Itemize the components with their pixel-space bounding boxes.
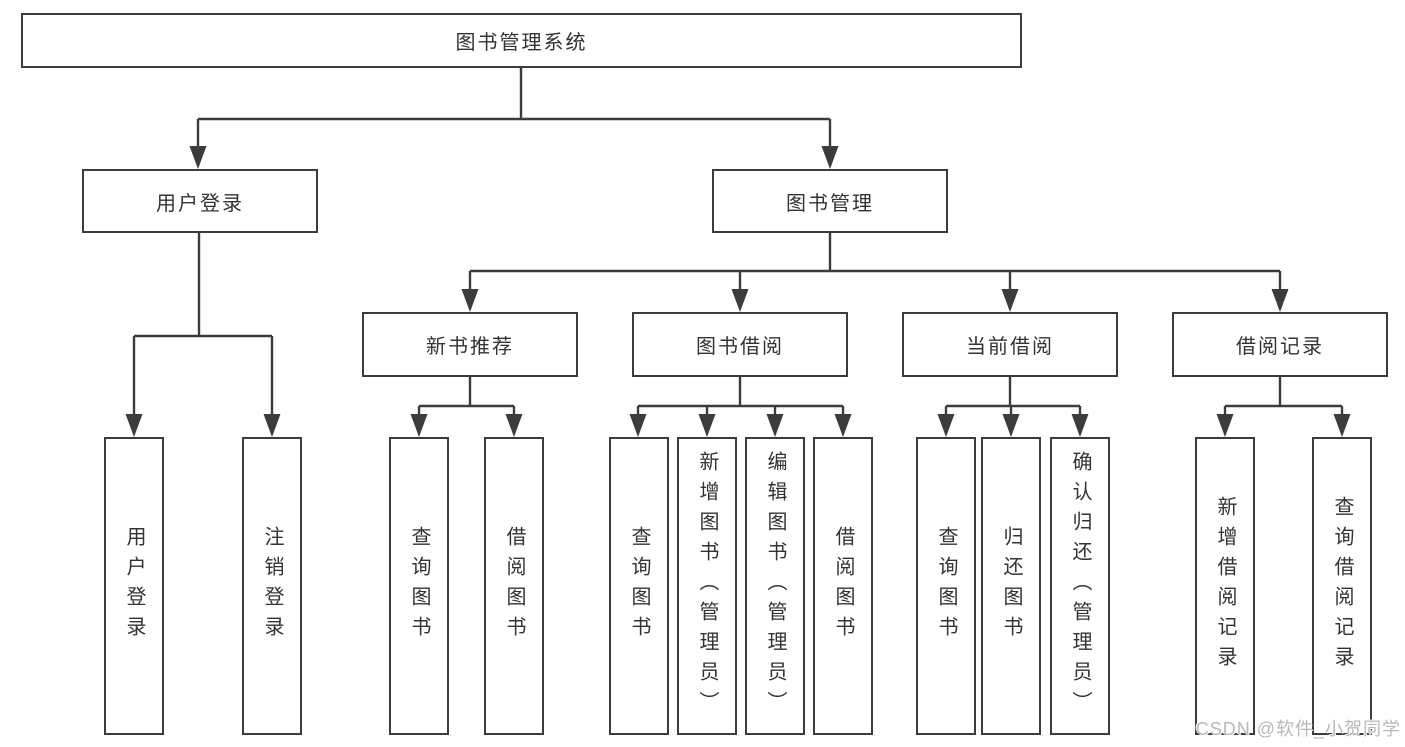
node-current-borrow: 当前借阅	[902, 312, 1118, 377]
leaf-label: 借阅图书	[832, 526, 854, 646]
leaf-label: 查询图书	[935, 526, 957, 646]
leaf-edit-book-admin: 编辑图书（管理员）	[745, 437, 805, 735]
node-user-login: 用户登录	[82, 169, 318, 233]
leaf-add-book-admin: 新增图书（管理员）	[677, 437, 737, 735]
leaf-query-book-1: 查询图书	[389, 437, 449, 735]
node-borrow-records: 借阅记录	[1172, 312, 1388, 377]
leaf-user-login: 用户登录	[104, 437, 164, 735]
node-book-borrow: 图书借阅	[632, 312, 848, 377]
csdn-watermark: CSDN @软件_小贺同学	[1195, 719, 1401, 739]
leaf-logout: 注销登录	[242, 437, 302, 735]
leaf-add-borrow-record: 新增借阅记录	[1195, 437, 1255, 735]
leaf-label: 编辑图书（管理员）	[764, 451, 786, 721]
leaf-query-book-3: 查询图书	[916, 437, 976, 735]
leaf-label: 查询借阅记录	[1331, 496, 1353, 676]
leaf-label: 新增借阅记录	[1214, 496, 1236, 676]
leaf-label: 查询图书	[408, 526, 430, 646]
leaf-label: 用户登录	[123, 526, 145, 646]
node-book-management: 图书管理	[712, 169, 948, 233]
node-root: 图书管理系统	[21, 13, 1022, 68]
leaf-label: 借阅图书	[503, 526, 525, 646]
leaf-label: 归还图书	[1000, 526, 1022, 646]
leaf-label: 新增图书（管理员）	[696, 451, 718, 721]
leaf-borrow-book-2: 借阅图书	[813, 437, 873, 735]
arrowheads	[125, 146, 1351, 437]
leaf-query-book-2: 查询图书	[609, 437, 669, 735]
node-new-book-recommend: 新书推荐	[362, 312, 578, 377]
leaf-label: 确认归还（管理员）	[1069, 451, 1091, 721]
leaf-return-book: 归还图书	[981, 437, 1041, 735]
leaf-confirm-return-admin: 确认归还（管理员）	[1050, 437, 1110, 735]
leaf-borrow-book-1: 借阅图书	[484, 437, 544, 735]
leaf-query-borrow-record: 查询借阅记录	[1312, 437, 1372, 735]
leaf-label: 注销登录	[261, 526, 283, 646]
leaf-label: 查询图书	[628, 526, 650, 646]
